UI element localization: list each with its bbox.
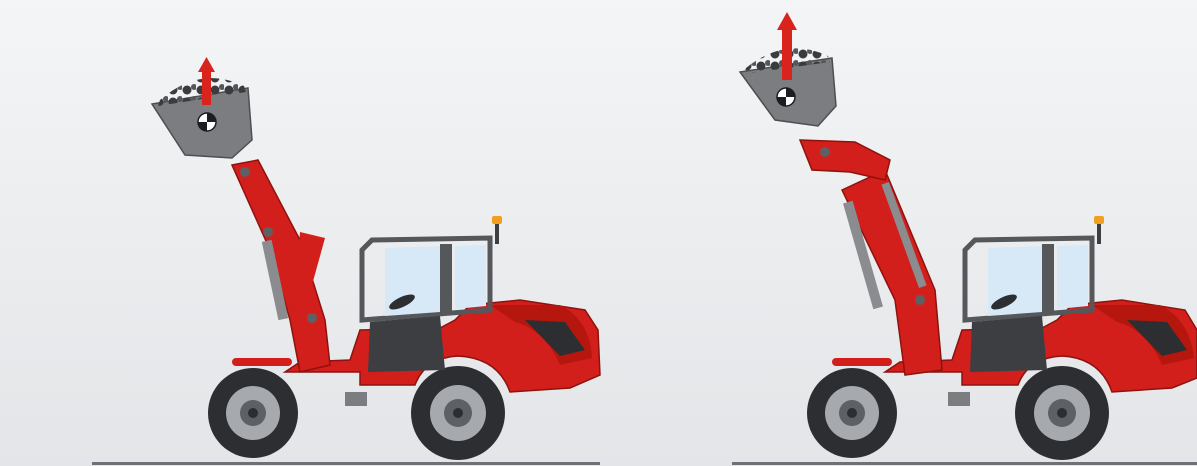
beacon-light	[492, 216, 502, 224]
step	[345, 392, 367, 406]
lift-arm	[232, 160, 330, 372]
front-fender	[232, 358, 292, 366]
ground-line	[92, 462, 600, 465]
rear-wheel	[411, 366, 505, 460]
rear-wheel	[1015, 366, 1109, 460]
loader-telescopic	[732, 12, 1197, 465]
front-wheel	[208, 368, 298, 458]
telescopic-arm	[800, 140, 942, 375]
step	[948, 392, 970, 406]
ground-line	[732, 462, 1197, 465]
front-wheel	[807, 368, 897, 458]
loader-standard	[92, 57, 600, 465]
front-fender	[832, 358, 892, 366]
beacon-light	[1094, 216, 1104, 224]
